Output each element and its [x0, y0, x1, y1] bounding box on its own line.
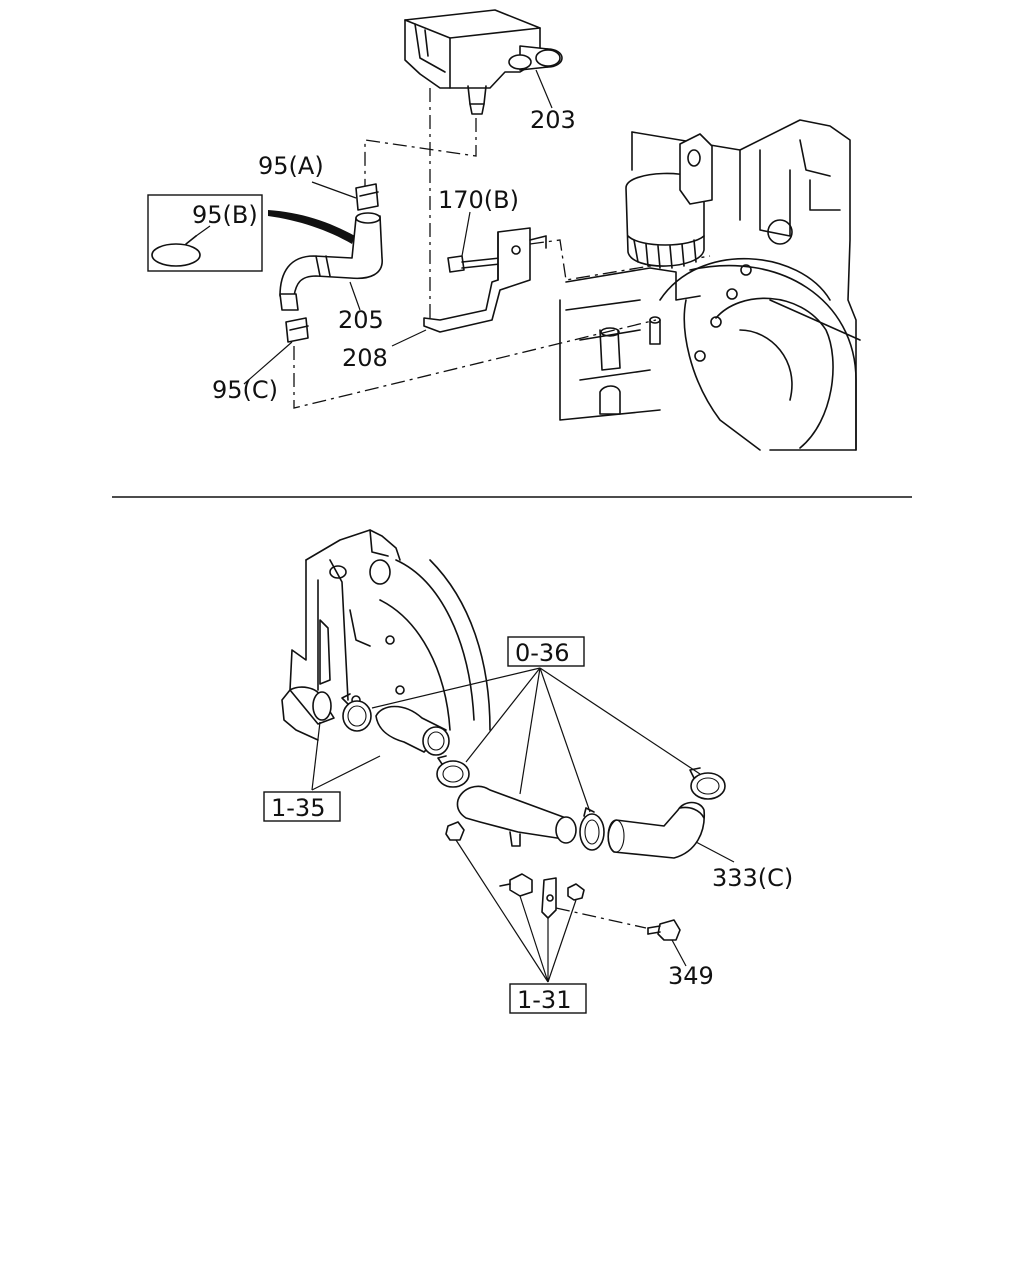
- part-203-canister: [404, 9, 563, 115]
- leader-333c: [695, 841, 735, 863]
- leader-203: [535, 69, 553, 109]
- leader-170b: [461, 211, 471, 257]
- label-203: 203: [530, 106, 576, 134]
- pipe: [456, 785, 577, 847]
- part-333c-hose: [607, 801, 706, 859]
- label-349: 349: [668, 962, 714, 990]
- bottom-diagram: 333(C) 349 0-36: [263, 529, 793, 1014]
- leader-349: [671, 939, 687, 967]
- leader-95a: [311, 181, 357, 199]
- label-95c: 95(C): [212, 376, 278, 404]
- label-333c: 333(C): [712, 864, 793, 892]
- clamp-4: [689, 767, 726, 800]
- clamp-1: [341, 693, 372, 732]
- arrow-95b: [268, 210, 355, 244]
- callout-1-35: 1-35: [263, 721, 381, 822]
- engine-block-bottom: [281, 529, 491, 741]
- leader-95c: [243, 341, 293, 385]
- leader-205: [349, 281, 361, 311]
- part-95a-clamp: [355, 183, 379, 211]
- leader-95b: [195, 225, 211, 237]
- part-170b-bolt: [447, 255, 501, 273]
- inset-box-95b: [147, 194, 263, 272]
- dash-bracket-to-349: [555, 907, 647, 929]
- part-208-bracket: [423, 227, 547, 333]
- hose-1: [375, 705, 450, 756]
- label-170b: 170(B): [438, 186, 519, 214]
- label-205: 205: [338, 306, 384, 334]
- label-1-31: 1-31: [517, 986, 571, 1014]
- part-95c-clamp: [285, 317, 309, 343]
- label-208: 208: [342, 344, 388, 372]
- dash-203-to-95a: [364, 118, 477, 190]
- top-diagram: 203 95(A) 95(B) 205: [147, 9, 861, 451]
- clamp-2: [436, 755, 470, 788]
- hardware-group: [445, 821, 681, 941]
- dash-208-to-engine: [529, 239, 711, 281]
- label-95a: 95(A): [258, 152, 324, 180]
- part-95b-tie: [151, 235, 201, 267]
- callout-1-31: 1-31: [455, 839, 587, 1014]
- leader-208: [391, 329, 427, 347]
- dash-95c-to-engine: [293, 319, 657, 409]
- label-95b: 95(B): [192, 201, 258, 229]
- callout-0-36: 0-36: [371, 636, 701, 813]
- label-0-36: 0-36: [515, 639, 569, 667]
- label-1-35: 1-35: [271, 794, 325, 822]
- clamp-3: [579, 807, 605, 851]
- engine-block-top: [559, 119, 861, 451]
- part-205-hose: [279, 212, 383, 311]
